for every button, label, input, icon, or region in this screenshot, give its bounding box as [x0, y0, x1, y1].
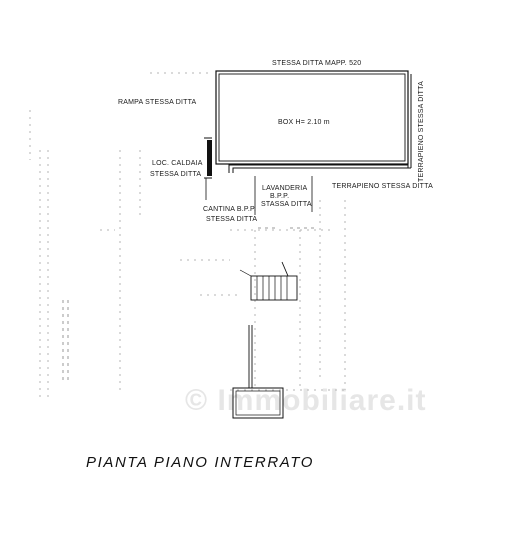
lower-wall: [228, 71, 412, 173]
staircase: [239, 261, 298, 301]
label-lavanderia-3: STASSA DITTA: [261, 201, 312, 208]
label-terrapieno-horizontal: TERRAPIENO STESSA DITTA: [332, 183, 433, 190]
label-rampa: RAMPA STESSA DITTA: [118, 99, 197, 106]
label-loc-caldaia-1: LOC. CALDAIA: [152, 160, 203, 167]
lower-shaft: [232, 325, 284, 419]
label-box: BOX H= 2.10 m: [278, 119, 330, 126]
label-lavanderia-1: LAVANDERIA: [262, 185, 307, 192]
plan-caption: PIANTA PIANO INTERRATO: [86, 454, 314, 471]
ghost-structure: [29, 72, 346, 400]
partition-lines: [205, 176, 318, 229]
label-cantina-2: STESSA DITTA: [206, 216, 257, 223]
label-cantina-1: CANTINA B.P.P.: [203, 206, 256, 213]
label-loc-caldaia-2: STESSA DITTA: [150, 171, 201, 178]
boiler-room-wall: [204, 137, 212, 179]
label-terrapieno-vertical: TERRAPIENO STESSA DITTA: [418, 81, 425, 182]
box-room: [215, 70, 409, 165]
label-stessa-ditta-mapp: STESSA DITTA MAPP. 520: [272, 60, 361, 67]
label-lavanderia-2: B.P.P.: [270, 193, 289, 200]
watermark-text: © Immobiliare.it: [185, 384, 426, 417]
